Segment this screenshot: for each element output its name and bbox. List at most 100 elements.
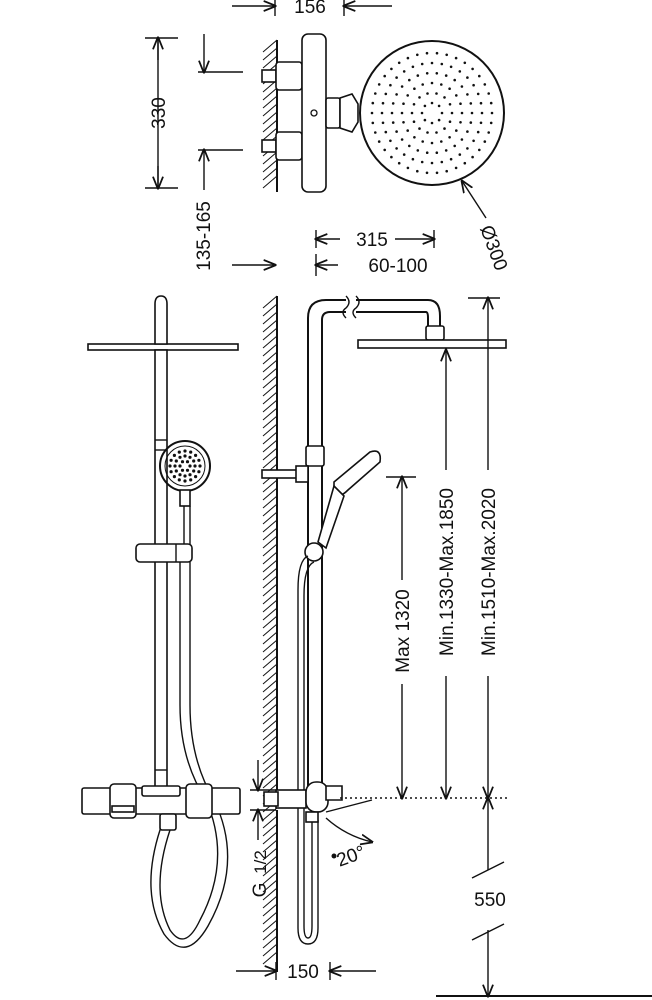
wall-hatch-line — [262, 423, 278, 437]
nozzle-dot — [463, 61, 467, 65]
nozzle-dot — [479, 121, 483, 125]
wall-hatch-line — [262, 519, 278, 533]
nozzle-dot — [466, 147, 469, 150]
nozzle-dot — [172, 453, 176, 457]
nozzle-dot — [395, 147, 398, 150]
dim-135-165-label: 135-165 — [194, 201, 215, 271]
nozzle-dot — [460, 111, 464, 115]
wall-hatch-line — [262, 831, 278, 845]
dim-550-line — [436, 798, 652, 996]
nozzle-dot — [411, 65, 415, 69]
wall-hatch-line — [262, 559, 278, 573]
wall-hatch-line — [262, 415, 278, 429]
nozzle-dot — [370, 111, 374, 115]
dim-half-label: 1/2 — [251, 850, 270, 874]
nozzle-dot — [416, 74, 420, 77]
wall-hatch-line — [262, 951, 278, 965]
nozzle-dot — [402, 70, 406, 73]
nozzle-dot — [416, 149, 420, 152]
nozzle-dot — [440, 140, 443, 143]
nozzle-dot — [192, 469, 196, 473]
nozzle-dot — [466, 130, 469, 133]
dim-156-label: 156 — [294, 0, 326, 18]
nozzle-dot — [440, 111, 444, 115]
nozzle-dot — [476, 130, 480, 134]
wall-hatch-line — [262, 575, 278, 589]
nozzle-dot — [471, 155, 474, 159]
nozzle-dot — [448, 103, 452, 106]
wall-hatch-line — [262, 335, 278, 349]
nozzle-dot — [425, 72, 429, 75]
wall-hatch-line — [262, 103, 278, 117]
wall-hatch-line — [262, 127, 278, 141]
wall-hatch-line — [262, 439, 278, 453]
nozzle-dot — [449, 65, 453, 69]
nozzle-dot — [458, 70, 462, 73]
nozzle-dot — [425, 151, 429, 154]
nozzle-dot — [466, 76, 469, 79]
nozzle-dot — [198, 464, 202, 468]
dim-g-label: G — [250, 883, 271, 898]
nozzle-dot — [472, 83, 475, 87]
wall-hatch-line — [262, 943, 278, 957]
wall-hatch-line — [262, 711, 278, 725]
nozzle-dot — [183, 474, 187, 478]
wall-hatch-line — [262, 455, 278, 469]
nozzle-dot — [444, 149, 448, 152]
dim-total-range-label: Min.1510-Max.2020 — [479, 488, 500, 656]
nozzle-dot — [443, 96, 446, 99]
dim-diameter-label: Ø300 — [475, 223, 511, 274]
nozzle-dot — [448, 87, 451, 90]
wall-hatch-line — [262, 815, 278, 829]
nozzle-dot — [459, 121, 462, 124]
wall-hatch-line — [262, 431, 278, 445]
wall-hatch-line — [262, 719, 278, 733]
wall-hatch-line — [262, 495, 278, 509]
side-mixer — [275, 789, 307, 809]
nozzle-dot — [406, 56, 410, 60]
nozzle-dot — [445, 169, 449, 173]
nozzle-dot — [402, 153, 406, 156]
wall-hatch-line — [262, 919, 278, 933]
nozzle-dot — [449, 157, 453, 161]
nozzle-dot — [390, 155, 393, 159]
nozzle-dot — [487, 92, 491, 95]
nozzle-dot — [400, 85, 404, 88]
side-head-plate — [357, 339, 507, 349]
nozzle-dot — [193, 464, 197, 468]
wall-hatch-line — [262, 607, 278, 621]
nozzle-dot — [463, 161, 467, 165]
nozzle-dot — [384, 130, 388, 134]
nozzle-dot — [185, 468, 190, 472]
wall-hatch-line — [262, 655, 278, 669]
nozzle-dot — [471, 67, 474, 71]
nozzle-dot — [412, 103, 416, 106]
nozzle-dot — [381, 121, 385, 125]
front-view — [81, 295, 241, 948]
front-column — [154, 349, 168, 789]
dim-g12-line — [250, 760, 276, 840]
nozzle-dot — [411, 157, 415, 161]
nozzle-dot — [390, 111, 394, 115]
nozzle-dot — [185, 460, 190, 464]
wall-hatch-line — [262, 391, 278, 405]
top-view: 156 330 135-165 — [145, 0, 511, 274]
nozzle-dot — [455, 129, 458, 132]
wall-hatch-line — [262, 511, 278, 525]
nozzle-dot — [400, 111, 404, 115]
nozzle-dot — [412, 120, 416, 123]
nozzle-dot — [437, 104, 441, 108]
nozzle-dot — [426, 131, 429, 134]
nozzle-dot — [177, 450, 181, 454]
nozzle-dot — [178, 455, 182, 459]
nozzle-dot — [420, 62, 424, 66]
nozzle-dot — [172, 475, 176, 479]
wall-hatch-line — [262, 743, 278, 757]
nozzle-dot — [469, 121, 473, 124]
wall-hatch-line — [262, 359, 278, 373]
nozzle-dot — [487, 131, 491, 134]
wall-hatch-line — [262, 695, 278, 709]
head-shower-top — [359, 40, 505, 186]
nozzle-dot — [194, 475, 198, 479]
